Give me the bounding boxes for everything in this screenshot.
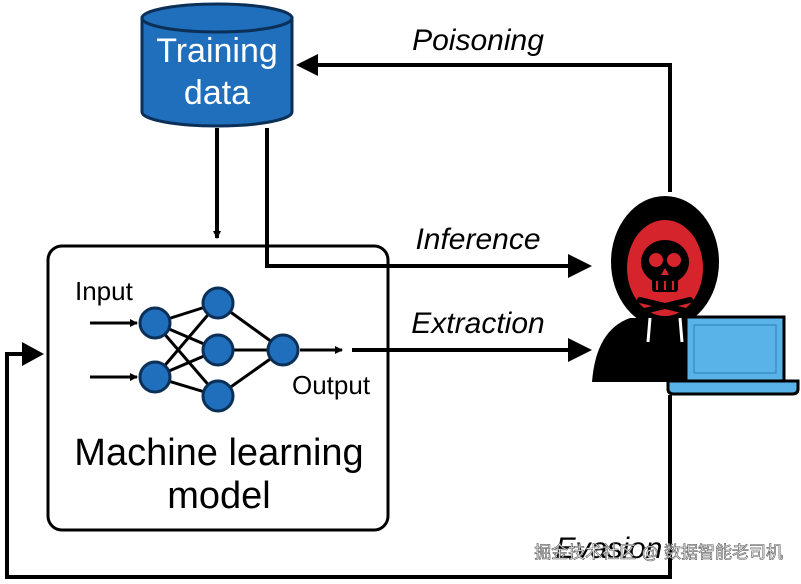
training-data-label-line1: Training bbox=[156, 32, 278, 70]
input-node-1 bbox=[138, 306, 172, 340]
neural-network: Input Output bbox=[75, 276, 371, 413]
evasion-label: Evasion bbox=[556, 532, 663, 565]
skull-icon bbox=[637, 240, 693, 315]
extraction-label: Extraction bbox=[411, 307, 544, 340]
ml-model-label-line2: model bbox=[167, 475, 271, 517]
poisoning-label: Poisoning bbox=[412, 24, 544, 57]
output-node bbox=[266, 333, 300, 367]
laptop-icon bbox=[666, 315, 800, 396]
inference-path: Inference bbox=[265, 128, 592, 278]
training-data-label-line2: data bbox=[184, 74, 250, 112]
extraction-path: Extraction bbox=[352, 307, 592, 362]
input-node-2 bbox=[138, 360, 172, 394]
input-label: Input bbox=[75, 276, 134, 306]
inference-label: Inference bbox=[415, 223, 540, 256]
poisoning-path: Poisoning bbox=[296, 24, 672, 192]
hidden-node-3 bbox=[201, 379, 235, 413]
evasion-path: Evasion bbox=[5, 342, 672, 579]
watermark-text: 掘金技术社区 @ 数据智能老司机 bbox=[534, 543, 783, 563]
training-data-cylinder: Training data bbox=[140, 2, 294, 128]
hidden-node-1 bbox=[201, 286, 235, 320]
hidden-node-2 bbox=[201, 333, 235, 367]
output-label: Output bbox=[292, 370, 371, 400]
ml-model-label-line1: Machine learning bbox=[74, 432, 363, 474]
